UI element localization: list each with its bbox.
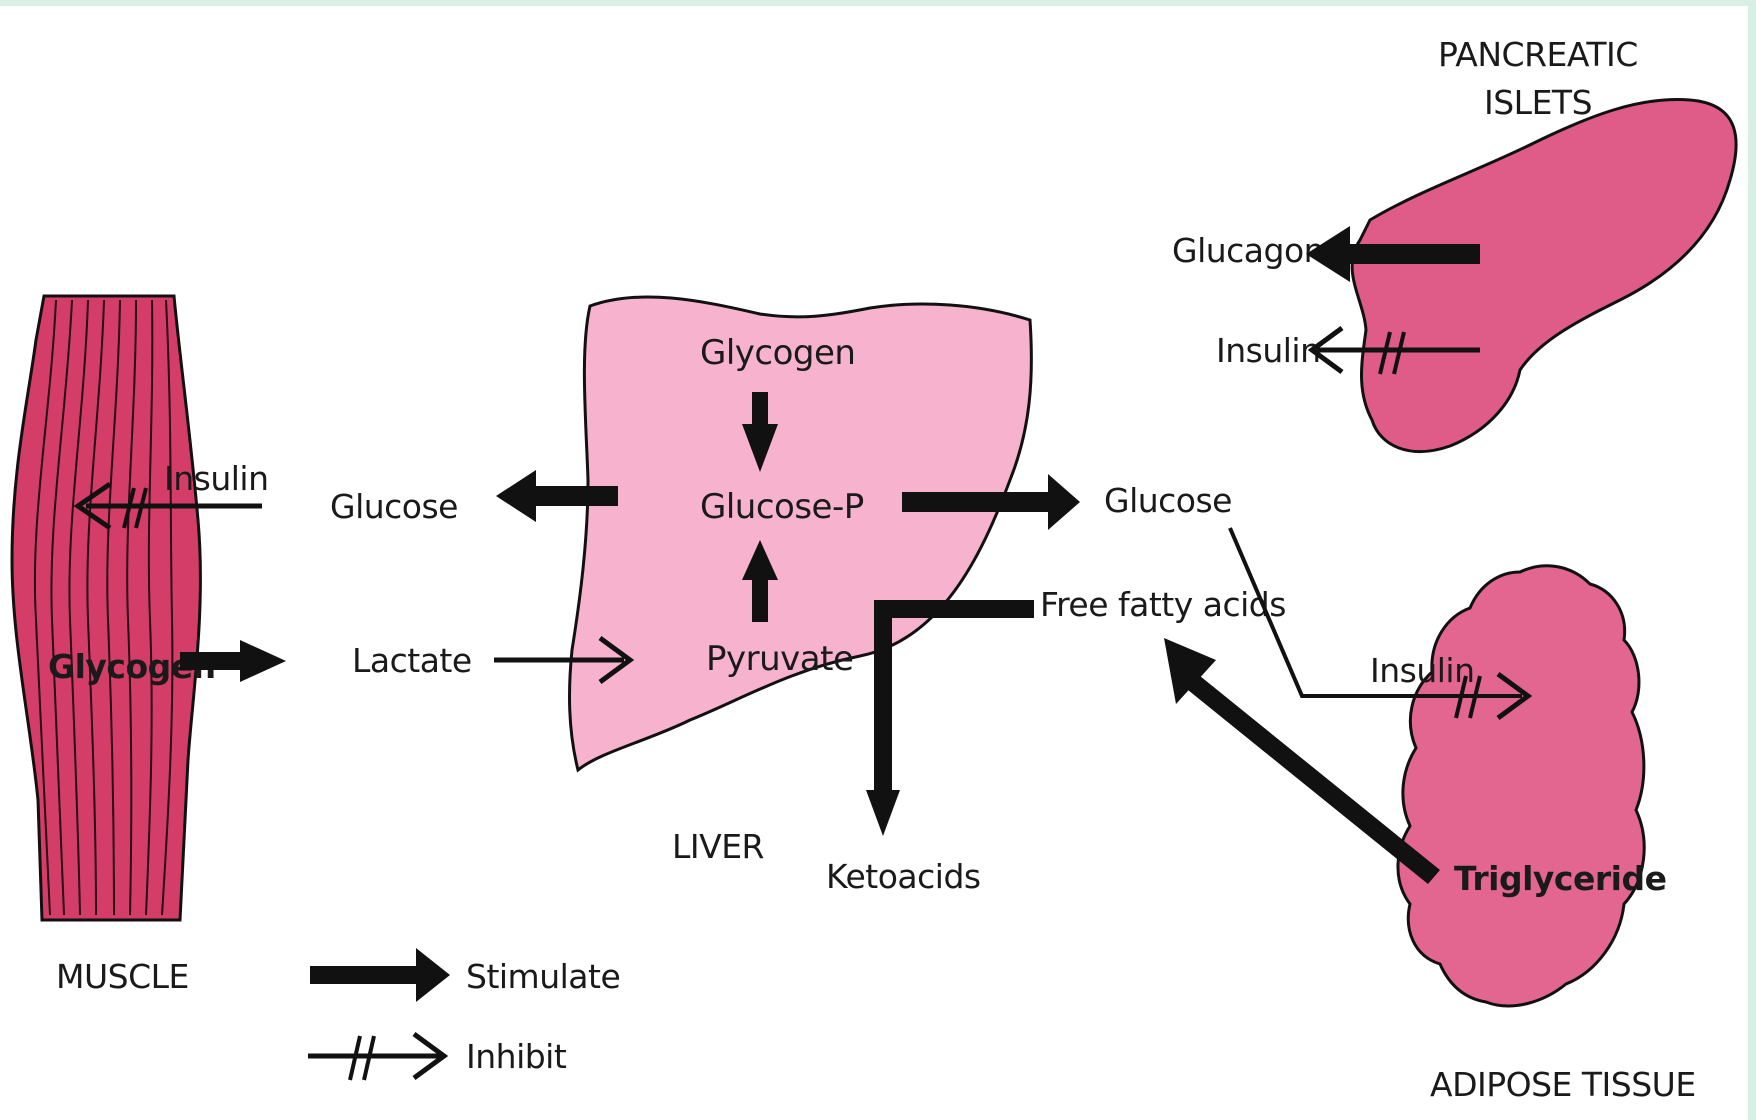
ketoacids-label: Ketoacids — [826, 857, 981, 896]
muscle-insulin-label: Insulin — [164, 459, 269, 498]
adipose-shape — [1398, 566, 1644, 1006]
liver-label: LIVER — [672, 827, 764, 866]
liver-glycogen-label: Glycogen — [700, 333, 855, 373]
legend: Stimulate Inhibit — [308, 948, 620, 1080]
free-fatty-acids-label: Free fatty acids — [1040, 585, 1286, 624]
adipose-insulin-label: Insulin — [1370, 651, 1475, 690]
liver-pyruvate-label: Pyruvate — [706, 639, 853, 679]
frame-right-border — [1748, 0, 1756, 1120]
muscle-organ — [12, 296, 200, 920]
ffa-to-ketoacids-arrow — [866, 600, 1034, 836]
pancreas-insulin-label: Insulin — [1216, 331, 1321, 370]
muscle-label: MUSCLE — [56, 957, 189, 996]
legend-stimulate-label: Stimulate — [466, 957, 620, 996]
pancreatic-islets-label-line1: PANCREATIC — [1438, 35, 1638, 74]
triglyceride-label: Triglyceride — [1454, 859, 1666, 898]
pancreatic-islets-label-line2: ISLETS — [1484, 83, 1592, 122]
adipose-organ — [1398, 566, 1644, 1006]
legend-inhibit-label: Inhibit — [466, 1037, 567, 1076]
legend-stimulate-arrow — [310, 948, 450, 1002]
lactate-to-pyruvate-arrow — [494, 638, 630, 682]
glucagon-label: Glucagon — [1172, 231, 1324, 270]
glucose-right-label: Glucose — [1104, 481, 1232, 520]
adipose-tissue-label: ADIPOSE TISSUE — [1430, 1065, 1696, 1104]
glucose-left-label: Glucose — [330, 487, 458, 526]
pancreas-shape — [1352, 99, 1736, 451]
liver-glucose-p-label: Glucose-P — [700, 487, 864, 527]
legend-inhibit-arrow — [308, 1034, 444, 1080]
pancreas-organ — [1352, 99, 1736, 451]
lactate-label: Lactate — [352, 641, 472, 680]
